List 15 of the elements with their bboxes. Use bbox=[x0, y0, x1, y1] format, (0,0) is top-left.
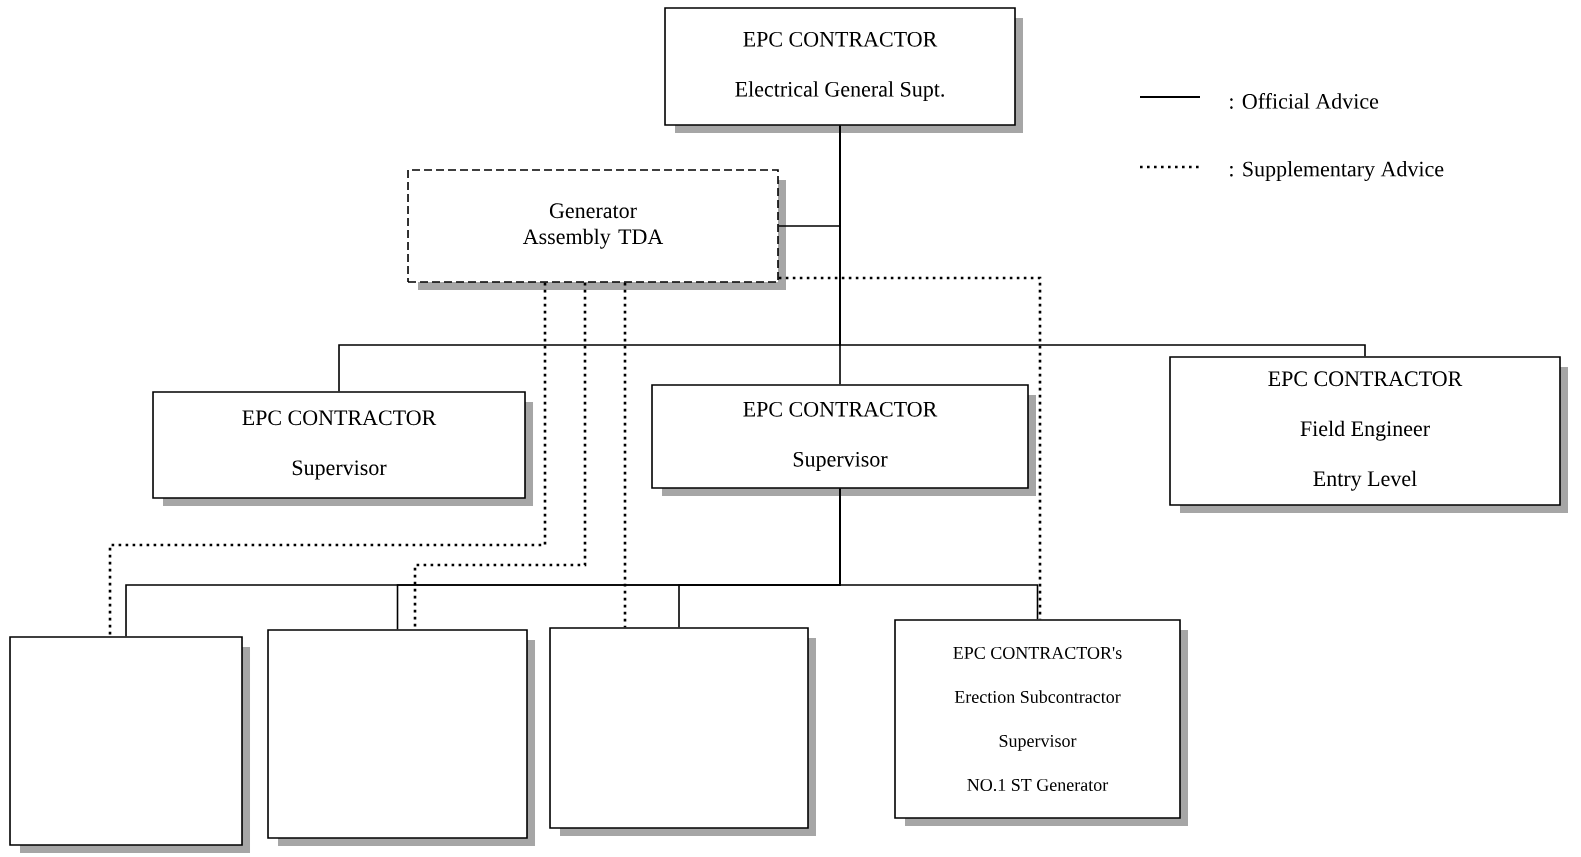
empty-box bbox=[9, 636, 250, 853]
empty-box bbox=[549, 627, 816, 836]
org-box: EPC CONTRACTOR Electrical General Supt. bbox=[664, 7, 1023, 133]
legend-label: : Supplementary Advice bbox=[1230, 161, 1444, 181]
connector-line bbox=[623, 282, 627, 628]
org-box: EPC CONTRACTOR Supervisor bbox=[152, 391, 533, 506]
empty-box bbox=[267, 629, 535, 846]
org-box: EPC CONTRACTOR Field Engineer Entry Level bbox=[1169, 356, 1568, 513]
org-box: EPC CONTRACTOR Supervisor bbox=[651, 384, 1036, 496]
org-box: EPC CONTRACTOR's Erection Subcontractor Supervisor NO.1 ST Generator bbox=[894, 619, 1188, 826]
connector-line bbox=[839, 488, 1039, 620]
connector-line bbox=[108, 282, 547, 637]
legend-label: : Official Advice bbox=[1230, 93, 1379, 109]
org-box: Generator Assembly TDA bbox=[407, 169, 786, 290]
connector-line bbox=[839, 125, 1366, 357]
